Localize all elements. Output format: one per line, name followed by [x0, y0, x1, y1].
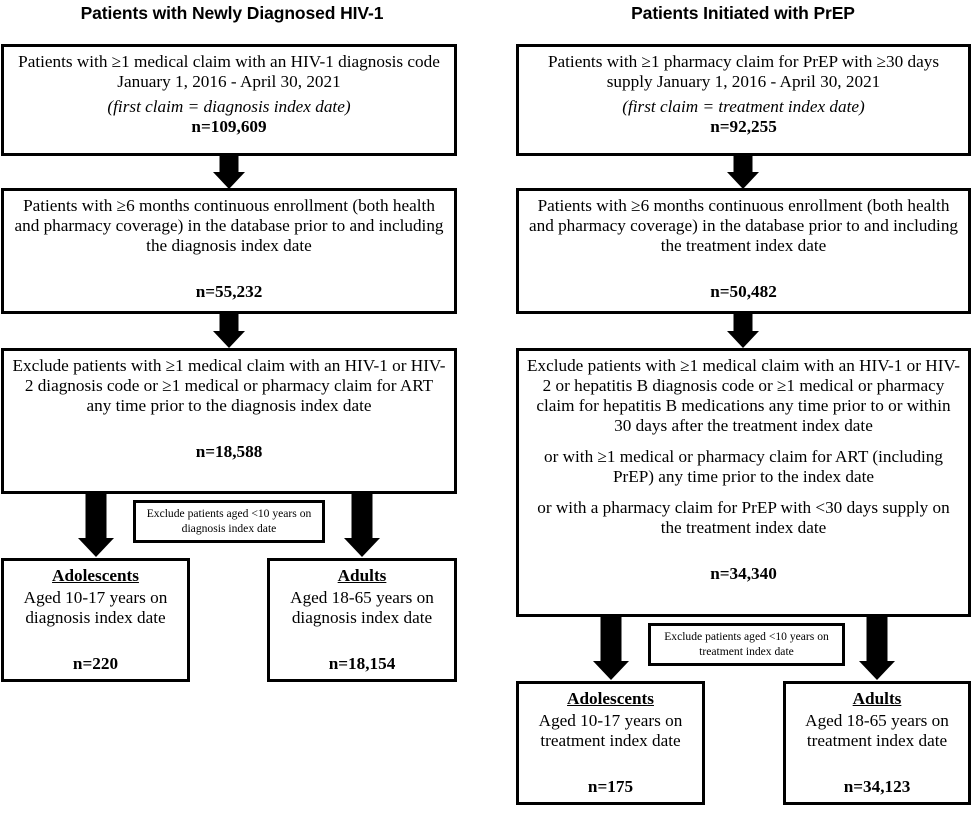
- arrow-hiv-2-to-3: [199, 314, 259, 349]
- prep-box-3-count: n=34,340: [710, 563, 777, 583]
- prep-adults-detail: Aged 18-65 years on treatment index date: [805, 710, 949, 750]
- hiv-box-3: Exclude patients with ≥1 medical claim w…: [1, 348, 457, 494]
- hiv-box-1-italic: (first claim = diagnosis index date): [107, 96, 351, 116]
- hiv-outcome-adolescents: Adolescents Aged 10-17 years on diagnosi…: [1, 558, 190, 682]
- prep-adults-header: Adults: [852, 689, 902, 708]
- prep-adolescents-header: Adolescents: [567, 689, 654, 708]
- arrow-prep-1-to-2: [713, 156, 773, 189]
- prep-box-3-text-2: or with ≥1 medical or pharmacy claim for…: [544, 446, 943, 486]
- hiv-adolescents-count: n=220: [72, 653, 119, 673]
- prep-adults-count: n=34,123: [843, 776, 911, 796]
- prep-adolescents-detail: Aged 10-17 years on treatment index date: [538, 710, 683, 750]
- arrow-prep-to-adults: [847, 617, 907, 681]
- hiv-adolescents-header: Adolescents: [52, 566, 139, 585]
- prep-box-1-text: Patients with ≥1 pharmacy claim for PrEP…: [547, 52, 940, 91]
- arrow-hiv-to-adults: [332, 494, 392, 558]
- hiv-exclusion-note: Exclude patients aged <10 years on diagn…: [133, 500, 325, 543]
- hiv-adolescents-detail: Aged 10-17 years on diagnosis index date: [23, 587, 168, 627]
- prep-box-1-count: n=92,255: [710, 116, 777, 136]
- prep-exclusion-note: Exclude patients aged <10 years on treat…: [648, 623, 845, 666]
- prep-box-3-text-3: or with a pharmacy claim for PrEP with <…: [537, 497, 950, 537]
- hiv-box-1: Patients with ≥1 medical claim with an H…: [1, 44, 457, 156]
- hiv-exclusion-note-text: Exclude patients aged <10 years on diagn…: [146, 507, 312, 535]
- hiv-box-2-count: n=55,232: [195, 281, 263, 301]
- column-title-hiv: Patients with Newly Diagnosed HIV-1: [80, 3, 384, 23]
- column-title-prep: Patients Initiated with PrEP: [631, 3, 855, 23]
- prep-outcome-adults: Adults Aged 18-65 years on treatment ind…: [783, 681, 971, 805]
- arrow-hiv-1-to-2: [199, 156, 259, 189]
- hiv-box-1-text: Patients with ≥1 medical claim with an H…: [18, 52, 440, 91]
- hiv-box-3-text: Exclude patients with ≥1 medical claim w…: [12, 356, 446, 415]
- prep-box-1-italic: (first claim = treatment index date): [622, 96, 865, 116]
- prep-outcome-adolescents: Adolescents Aged 10-17 years on treatmen…: [516, 681, 705, 805]
- prep-box-2-text: Patients with ≥6 months continuous enrol…: [528, 196, 959, 255]
- prep-exclusion-note-text: Exclude patients aged <10 years on treat…: [664, 630, 829, 658]
- hiv-box-1-count: n=109,609: [191, 116, 267, 136]
- prep-box-2: Patients with ≥6 months continuous enrol…: [516, 188, 971, 314]
- hiv-box-3-count: n=18,588: [195, 441, 263, 461]
- prep-adolescents-count: n=175: [587, 776, 634, 796]
- prep-box-1: Patients with ≥1 pharmacy claim for PrEP…: [516, 44, 971, 156]
- prep-box-2-count: n=50,482: [710, 281, 777, 301]
- prep-box-3-text: Exclude patients with ≥1 medical claim w…: [527, 356, 960, 435]
- arrow-prep-to-adolescents: [581, 617, 641, 681]
- prep-box-3: Exclude patients with ≥1 medical claim w…: [516, 348, 971, 617]
- hiv-outcome-adults: Adults Aged 18-65 years on diagnosis ind…: [267, 558, 457, 682]
- arrow-hiv-to-adolescents: [66, 494, 126, 558]
- hiv-box-2: Patients with ≥6 months continuous enrol…: [1, 188, 457, 314]
- hiv-adults-header: Adults: [337, 566, 387, 585]
- hiv-adults-detail: Aged 18-65 years on diagnosis index date: [290, 587, 434, 627]
- arrow-prep-2-to-3: [713, 314, 773, 349]
- hiv-adults-count: n=18,154: [328, 653, 396, 673]
- hiv-box-2-text: Patients with ≥6 months continuous enrol…: [14, 196, 444, 255]
